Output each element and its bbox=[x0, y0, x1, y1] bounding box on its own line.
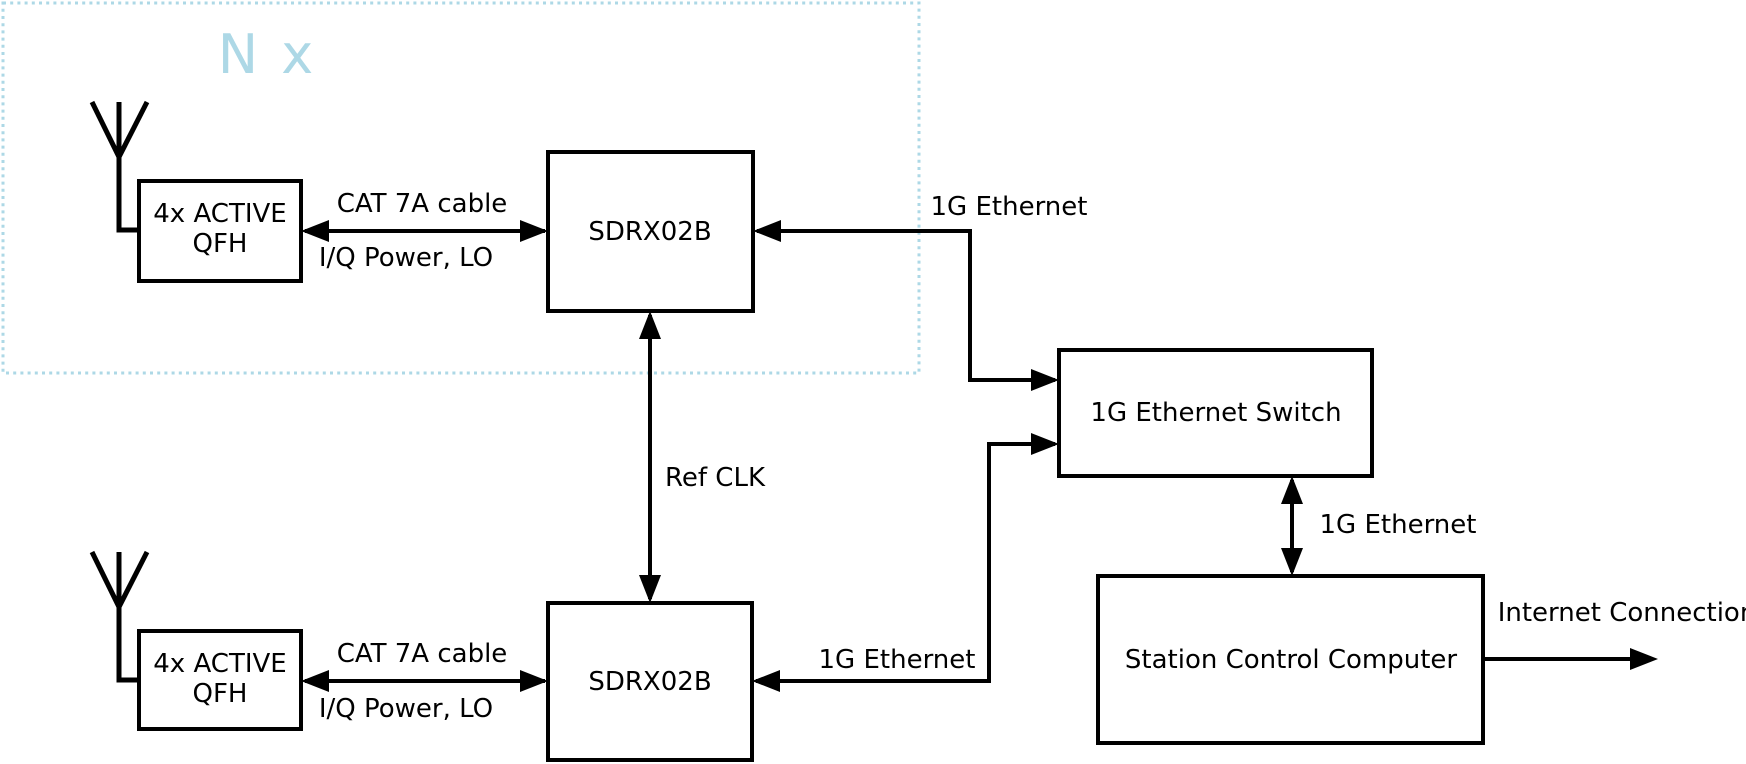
antenna-arm-right bbox=[116, 550, 150, 609]
replication-group-label: N x bbox=[218, 23, 317, 86]
ethernet-switch-node bbox=[1057, 348, 1374, 478]
edge-label-ethernet-bottom: 1G Ethernet bbox=[819, 645, 976, 675]
antenna-arm-right bbox=[116, 100, 150, 159]
edge-label-internet: Internet Connection bbox=[1498, 598, 1746, 628]
antenna-icon-bottom bbox=[89, 550, 150, 683]
edge-label-ref-clk: Ref CLK bbox=[665, 463, 766, 493]
edge-ethernet-bottom bbox=[756, 442, 1055, 683]
sdrx-label-bottom: SDRX02B bbox=[588, 667, 711, 697]
arrowhead bbox=[1031, 369, 1059, 391]
arrowhead bbox=[301, 220, 329, 242]
replication-group-box bbox=[1, 1, 921, 375]
arrowhead bbox=[752, 670, 780, 692]
qfh-label-top-line2: QFH bbox=[193, 229, 248, 259]
antenna-arm-left bbox=[89, 100, 122, 159]
arrowhead bbox=[520, 670, 548, 692]
ethernet-switch-label: 1G Ethernet Switch bbox=[1090, 398, 1341, 428]
antenna-mast bbox=[116, 102, 139, 233]
arrowhead bbox=[639, 311, 661, 339]
station-computer-label: Station Control Computer bbox=[1125, 645, 1458, 675]
qfh-label-bottom-line1: 4x ACTIVE bbox=[153, 649, 286, 679]
antenna-mast bbox=[116, 552, 139, 683]
sdrx-node-bottom bbox=[546, 601, 754, 762]
antenna-icon-top bbox=[89, 100, 150, 233]
edge-label-iq-power-bottom: I/Q Power, LO bbox=[319, 694, 493, 724]
arrowhead bbox=[753, 220, 781, 242]
arrowhead bbox=[520, 220, 548, 242]
edge-label-cat7a-top: CAT 7A cable bbox=[337, 189, 508, 219]
sdrx-node-top bbox=[546, 150, 755, 313]
edge-label-iq-power-top: I/Q Power, LO bbox=[319, 243, 493, 273]
arrowhead bbox=[639, 575, 661, 603]
sdrx-label-top: SDRX02B bbox=[588, 217, 711, 247]
qfh-label-top-line1: 4x ACTIVE bbox=[153, 199, 286, 229]
qfh-label-bottom-line2: QFH bbox=[193, 679, 248, 709]
edge-ethernet-top bbox=[757, 229, 1055, 382]
edge-label-switch-to-computer: 1G Ethernet bbox=[1320, 510, 1477, 540]
arrowhead bbox=[301, 670, 329, 692]
arrowhead bbox=[1281, 476, 1303, 504]
antenna-arm-left bbox=[89, 550, 122, 609]
edge-label-cat7a-bottom: CAT 7A cable bbox=[337, 639, 508, 669]
arrowhead bbox=[1630, 648, 1658, 670]
qfh-node-bottom bbox=[137, 629, 303, 731]
edge-label-ethernet-top: 1G Ethernet bbox=[931, 192, 1088, 222]
qfh-node-top bbox=[137, 179, 303, 283]
arrowhead bbox=[1031, 433, 1059, 455]
arrowhead bbox=[1281, 548, 1303, 576]
